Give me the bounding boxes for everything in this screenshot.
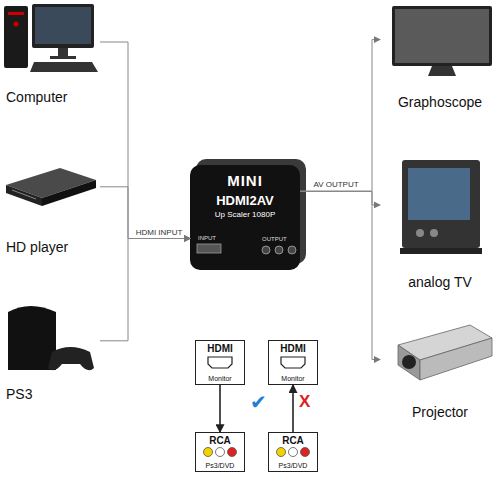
connector-line (300, 191, 380, 205)
device-caption-box: HD player (0, 150, 100, 255)
device-name: Computer (0, 89, 100, 105)
pc-base (50, 56, 76, 59)
spec-text: Up Scaler 1080P (215, 210, 275, 219)
port-name: HDMI (280, 343, 306, 354)
connector-line (100, 239, 190, 341)
player-front (6, 185, 42, 206)
device-name: Graphoscope (380, 94, 500, 110)
connector-line (300, 191, 380, 359)
device-caption-box: analog TV (380, 155, 500, 290)
flat-tv-stand (428, 66, 456, 76)
ps3-controller (48, 347, 94, 370)
player-top (6, 168, 96, 198)
pc-monitor (32, 4, 94, 48)
port-note: Ps3/DVD (279, 462, 308, 469)
pc-tower (4, 6, 28, 68)
port-label: INPUT (198, 235, 216, 241)
connector-line (100, 42, 190, 239)
device-name: Projector (380, 404, 500, 420)
analog-tv-knob (430, 229, 438, 237)
port-name: HDMI (207, 343, 233, 354)
connector-line (100, 187, 190, 239)
connector-line (292, 385, 294, 432)
device-name: HD player (0, 239, 100, 255)
check-mark: ✔ (250, 390, 267, 414)
port-note: Monitor (281, 375, 304, 382)
projector-lens (402, 355, 416, 369)
signal-box: RCA Ps3/DVD (195, 432, 245, 472)
projector-top (398, 325, 492, 360)
analog-tv-body (402, 160, 480, 248)
port-label: OUTPUT (262, 236, 287, 242)
pc-light (8, 12, 24, 15)
ps3-console (8, 306, 56, 370)
port-note: Monitor (208, 375, 231, 382)
pc-stand (58, 48, 68, 56)
device-name: PS3 (0, 386, 100, 402)
pc-screen (35, 7, 91, 44)
projector-front (398, 345, 420, 380)
analog-tv-knob (416, 229, 424, 237)
flat-tv-screen (395, 9, 489, 63)
connector-line (300, 40, 380, 192)
player-slot (12, 190, 36, 199)
player-side (42, 180, 96, 206)
signal-box: HDMI Monitor (195, 340, 245, 385)
connector-line (219, 385, 221, 432)
connector-label: HDMI INPUT (136, 228, 183, 237)
device-caption-box: Computer (0, 0, 100, 105)
pc-button (14, 22, 19, 27)
pc-keyboard (30, 62, 98, 72)
device-name: analog TV (380, 274, 500, 290)
device-caption-box: Projector (380, 310, 500, 420)
connector-label: AV OUTPUT (313, 180, 358, 189)
device-caption-box: PS3 (0, 300, 100, 402)
port-name: RCA (282, 435, 304, 446)
signal-box: HDMI Monitor (268, 340, 318, 385)
port-name: RCA (209, 435, 231, 446)
cross-mark: X (299, 392, 310, 412)
port-note: Ps3/DVD (206, 462, 235, 469)
analog-tv-screen (408, 168, 470, 220)
signal-box: RCA Ps3/DVD (268, 432, 318, 472)
brand-text: MINI (227, 172, 263, 189)
model-text: HDMI2AV (216, 193, 274, 208)
analog-tv-base (400, 248, 482, 254)
device-caption-box: Graphoscope (380, 0, 500, 110)
flat-tv (392, 6, 492, 66)
converter-box: MINI HDMI2AV Up Scaler 1080P (190, 165, 300, 270)
projector-side (420, 338, 492, 380)
